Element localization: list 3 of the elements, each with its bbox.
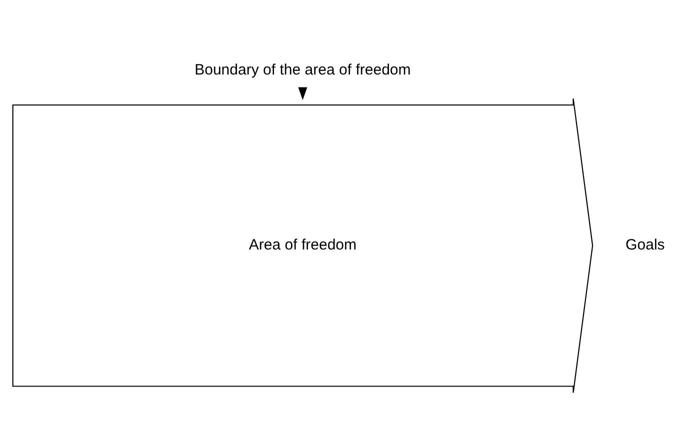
- arrow: [298, 87, 308, 100]
- label: Goals: [626, 236, 665, 254]
- node-text: Boundary of the area of freedom: [194, 62, 411, 79]
